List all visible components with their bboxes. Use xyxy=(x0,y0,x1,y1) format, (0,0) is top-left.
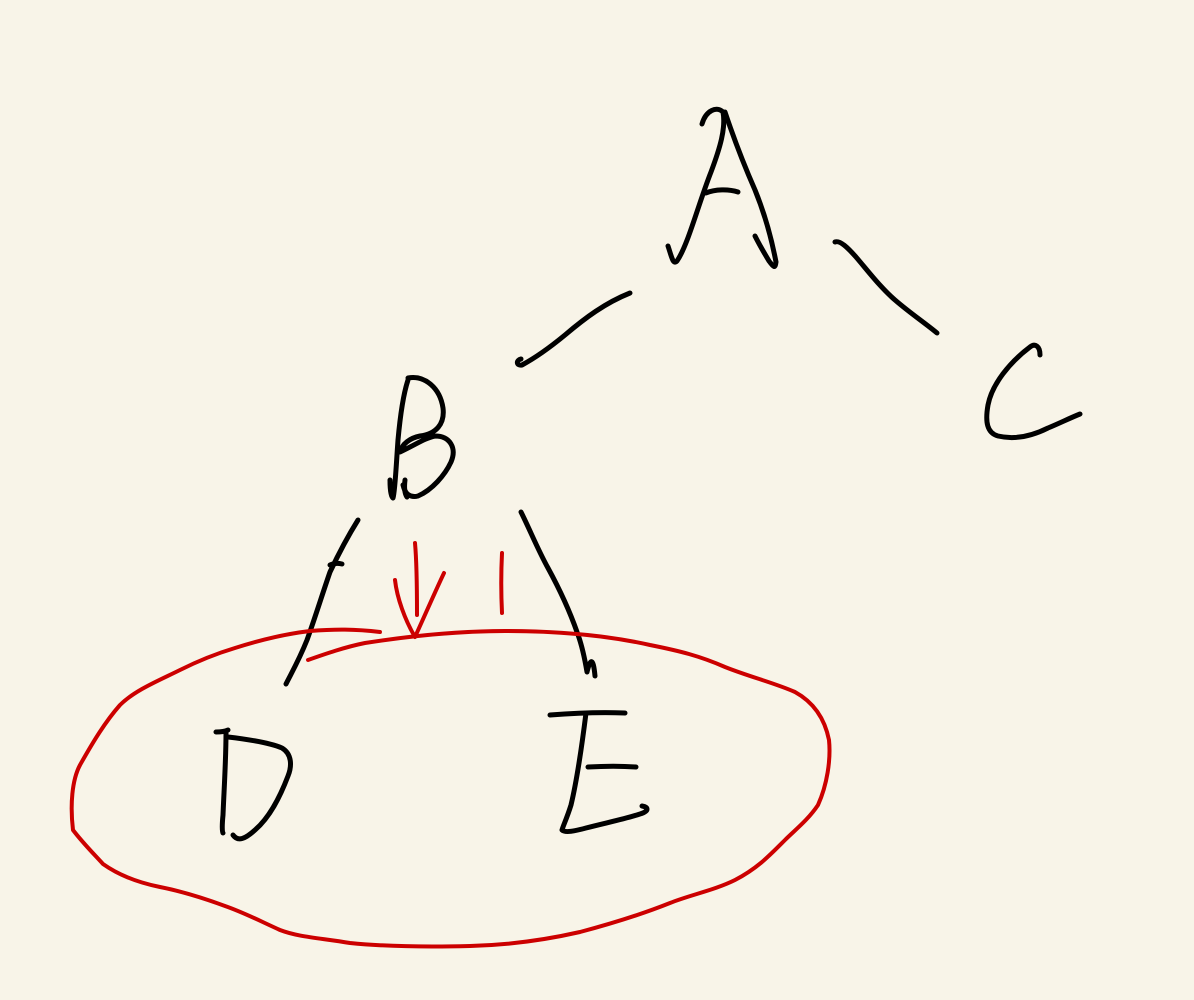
highlight-tick xyxy=(499,551,504,615)
node-a-letter xyxy=(665,106,779,270)
highlight-arrow xyxy=(393,541,446,639)
node-c-letter xyxy=(984,342,1083,441)
node-e-letter xyxy=(547,710,650,834)
edge-b-d xyxy=(283,517,361,687)
edge-a-c xyxy=(832,239,940,336)
highlight-ellipse xyxy=(69,627,832,949)
edge-a-b xyxy=(514,290,633,368)
node-d-letter xyxy=(213,727,293,842)
edge-b-e xyxy=(518,509,598,679)
node-b-letter xyxy=(387,375,456,501)
